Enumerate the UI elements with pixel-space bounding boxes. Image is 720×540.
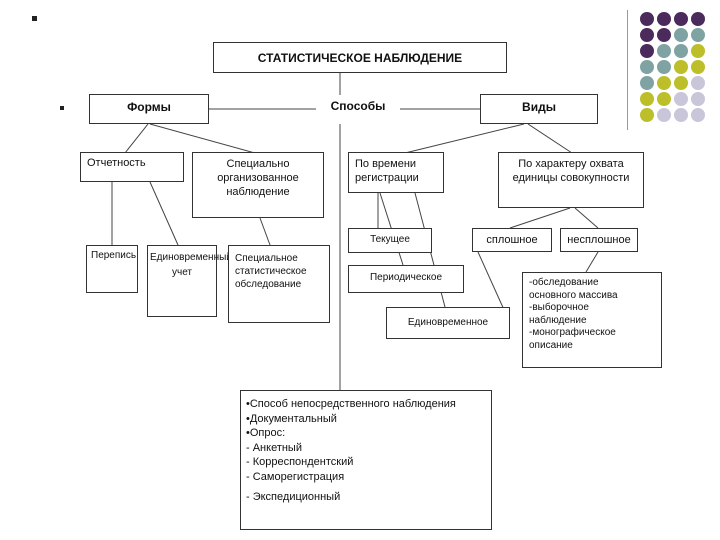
forms-box: Формы xyxy=(89,94,209,124)
periodic-label: Периодическое xyxy=(369,272,443,283)
by-coverage-box: По характеру охвата единицы совокупности xyxy=(498,152,644,208)
decor-dot xyxy=(691,60,705,74)
current-box: Текущее xyxy=(348,228,432,253)
decor-dot xyxy=(691,12,705,26)
by-coverage-label: По характеру охвата единицы совокупности xyxy=(512,158,630,184)
decor-dot xyxy=(657,60,671,74)
non-continuous-item: описание xyxy=(529,339,573,351)
slide-bullet-top xyxy=(32,16,37,21)
method-item: •Документальный xyxy=(246,412,337,425)
slide-bullet-forms xyxy=(60,106,64,110)
continuous-label: сплошное xyxy=(486,234,538,246)
decor-dot xyxy=(657,28,671,42)
one-time-account-box: Единовременный учет xyxy=(147,245,232,317)
census-label: Перепись xyxy=(91,250,137,261)
non-continuous-item: наблюдение xyxy=(529,314,587,326)
decor-dot xyxy=(674,108,688,122)
non-continuous-item: -выборочное xyxy=(529,302,589,313)
decor-dot xyxy=(640,108,654,122)
connector-special-survey xyxy=(259,217,271,246)
one-time-label: Единовременное xyxy=(407,317,489,328)
forms-label: Формы xyxy=(127,100,171,114)
connector-noncontinuous-list xyxy=(585,251,599,273)
one-time-box: Единовременное xyxy=(386,307,510,339)
methods-label: Способы xyxy=(330,99,386,113)
non-continuous-box: несплошное xyxy=(560,228,638,252)
decor-dot xyxy=(691,108,705,122)
non-continuous-item: -монографическое xyxy=(529,327,616,338)
decor-dot xyxy=(657,76,671,90)
connector-types-time xyxy=(404,123,525,154)
connector-coverage-noncontinuous xyxy=(574,207,599,229)
census-box: Перепись xyxy=(86,245,138,293)
method-item: •Способ непосредственного наблюдения xyxy=(246,398,456,410)
decor-dot xyxy=(657,12,671,26)
non-continuous-item: основного массива xyxy=(529,289,618,301)
decor-dot xyxy=(640,92,654,106)
one-time-account-label: Единовременный учет xyxy=(150,252,232,278)
decor-dot xyxy=(640,60,654,74)
decor-dot xyxy=(691,76,705,90)
decor-dot xyxy=(640,28,654,42)
reporting-box: Отчетность xyxy=(80,152,184,182)
decor-dot xyxy=(674,44,688,58)
special-survey-box: Специальное статистическое обследование xyxy=(228,245,330,323)
decor-dot xyxy=(657,44,671,58)
method-item: - Корреспондентский xyxy=(246,456,354,468)
reporting-label: Отчетность xyxy=(87,157,146,169)
title-box: СТАТИСТИЧЕСКОЕ НАБЛЮДЕНИЕ xyxy=(213,42,507,73)
decor-dot xyxy=(657,92,671,106)
connector-reporting-onetime xyxy=(149,181,179,246)
decor-dot xyxy=(640,12,654,26)
decor-dot xyxy=(640,76,654,90)
method-item: - Экспедиционный xyxy=(246,491,341,503)
types-label: Виды xyxy=(522,100,556,114)
continuous-box: сплошное xyxy=(472,228,552,252)
decor-dot xyxy=(674,28,688,42)
non-continuous-item: -обследование xyxy=(529,277,599,288)
decor-dot xyxy=(674,60,688,74)
connector-coverage-continuous xyxy=(509,207,571,229)
connector-forms-reporting xyxy=(124,123,149,154)
title-text: СТАТИСТИЧЕСКОЕ НАБЛЮДЕНИЕ xyxy=(257,51,463,65)
decor-dot xyxy=(691,92,705,106)
decor-dot xyxy=(674,76,688,90)
method-item: - Анкетный xyxy=(246,441,302,454)
connector-types-coverage xyxy=(527,123,573,154)
method-item: - Саморегистрация xyxy=(246,470,345,483)
non-continuous-label: несплошное xyxy=(567,234,631,246)
decor-dot xyxy=(674,12,688,26)
special-org-label: Специально организованное наблюдение xyxy=(217,158,299,198)
types-box: Виды xyxy=(480,94,598,124)
by-time-label: По времени регистрации xyxy=(355,158,419,184)
methods-list-box: •Способ непосредственного наблюдения •До… xyxy=(240,390,492,530)
decor-dot xyxy=(691,44,705,58)
connector-continuous-onetime xyxy=(477,251,506,313)
by-time-box: По времени регистрации xyxy=(348,152,444,193)
periodic-box: Периодическое xyxy=(348,265,464,293)
decor-dot xyxy=(640,44,654,58)
decor-dot xyxy=(674,92,688,106)
decor-separator xyxy=(627,10,628,130)
current-label: Текущее xyxy=(370,234,410,245)
connector-forms-special xyxy=(149,123,256,154)
method-item: •Опрос: xyxy=(246,427,286,439)
special-survey-label: Специальное статистическое обследование xyxy=(235,253,307,290)
decor-dot xyxy=(691,28,705,42)
non-continuous-list-box: -обследование основного массива -выбороч… xyxy=(522,272,662,368)
special-org-box: Специально организованное наблюдение xyxy=(192,152,324,218)
decor-dot xyxy=(657,108,671,122)
